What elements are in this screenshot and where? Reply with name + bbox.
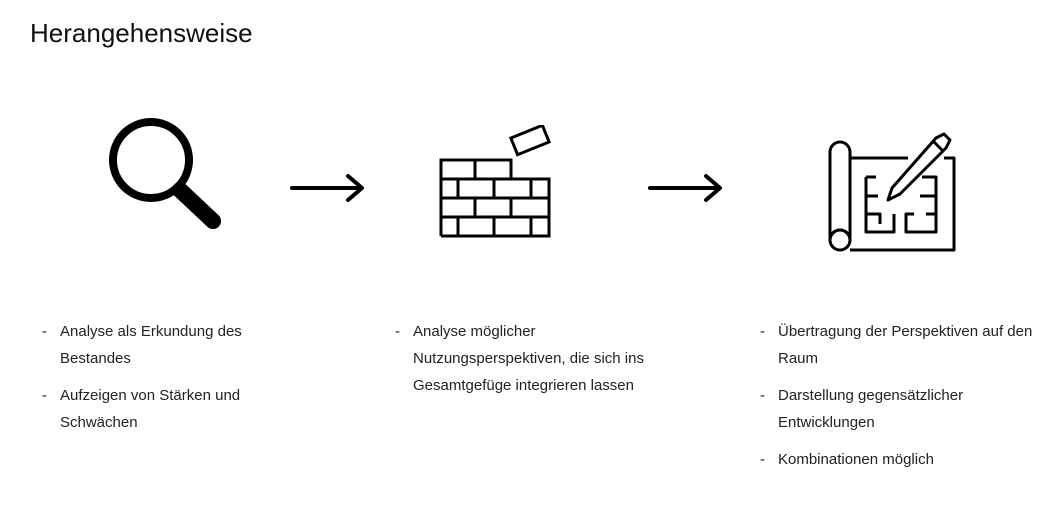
bullet-item: -Analyse als Erkundung des Bestandes (42, 318, 282, 372)
bullet-text: Analyse als Erkundung des Bestandes (60, 323, 242, 367)
brick-wall-icon (439, 125, 552, 238)
bullet-text: Kombinationen möglich (778, 451, 934, 468)
blueprint-pencil-icon (828, 132, 956, 252)
magnifying-glass-icon (109, 118, 221, 229)
bullet-text: Darstellung gegensätzlicher Entwicklunge… (778, 387, 964, 431)
bullet-dash: - (42, 387, 47, 404)
step-3-bullets: -Übertragung der Perspektiven auf den Ra… (760, 318, 1035, 483)
bullet-dash: - (760, 387, 765, 404)
bullet-dash: - (760, 451, 765, 468)
bullet-item: -Aufzeigen von Stärken und Schwächen (42, 382, 282, 436)
bullet-text: Übertragung der Perspektiven auf den Rau… (778, 323, 1033, 367)
bullet-item: -Analyse möglicher Nutzungsperspektiven,… (395, 318, 680, 399)
bullet-dash: - (42, 323, 47, 340)
bullet-item: -Übertragung der Perspektiven auf den Ra… (760, 318, 1035, 372)
bullet-text: Analyse möglicher Nutzungsperspektiven, … (413, 323, 644, 394)
bullet-item: -Kombinationen möglich (760, 446, 1035, 473)
arrow-right-icon (290, 174, 364, 202)
bullet-dash: - (760, 323, 765, 340)
bullet-item: -Darstellung gegensätzlicher Entwicklung… (760, 382, 1035, 436)
page-title: Herangehensweise (30, 18, 253, 48)
arrow-right-icon (648, 174, 722, 202)
step-2-bullets: -Analyse möglicher Nutzungsperspektiven,… (395, 318, 680, 409)
bullet-dash: - (395, 323, 400, 340)
bullet-text: Aufzeigen von Stärken und Schwächen (60, 387, 241, 431)
step-1-bullets: -Analyse als Erkundung des Bestandes -Au… (42, 318, 282, 446)
